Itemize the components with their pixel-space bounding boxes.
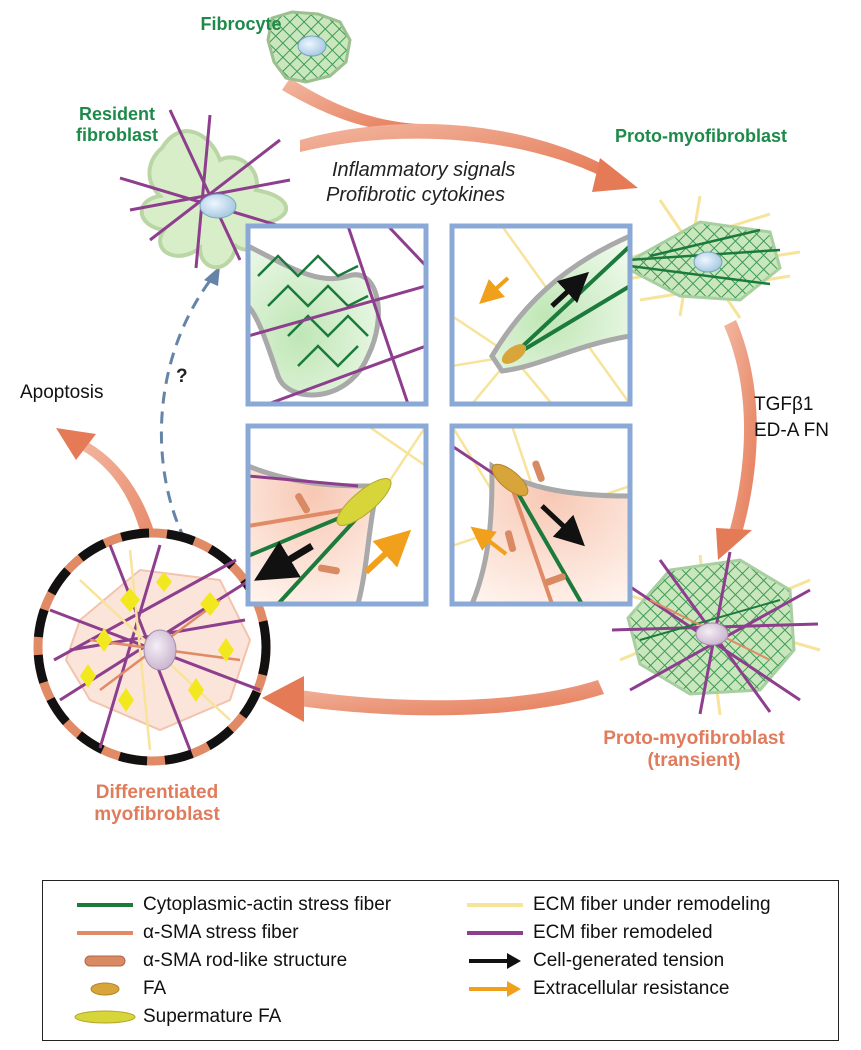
proto-myofibroblast-label: Proto-myofibroblast bbox=[614, 126, 787, 146]
legend-label: ECM fiber remodeled bbox=[533, 922, 713, 943]
legend-label: Cell-generated tension bbox=[533, 950, 725, 971]
legend-label: Cytoplasmic-actin stress fiber bbox=[143, 894, 392, 915]
cytoplasmic-actin-swatch bbox=[77, 903, 133, 907]
resident-fibroblast-label: Resident fibroblast bbox=[62, 104, 172, 146]
arc-head-bottom bbox=[262, 676, 304, 722]
legend-item-ecm-remodeling: ECM fiber under remodeling bbox=[463, 893, 771, 917]
legend-label: α-SMA stress fiber bbox=[143, 922, 299, 943]
legend-label: Extracellular resistance bbox=[533, 978, 730, 999]
fibrocyte-cell bbox=[266, 10, 352, 84]
differentiated-label-line1: Differentiated bbox=[95, 782, 219, 803]
legend-item-fa: FA bbox=[73, 977, 166, 1001]
resident-label-line1: Resident bbox=[78, 104, 156, 124]
panel-bottom-right bbox=[449, 423, 633, 607]
legend-label: α-SMA rod-like structure bbox=[143, 950, 348, 971]
legend-label: Supermature FA bbox=[143, 1006, 282, 1027]
proto-myofibroblast-cell bbox=[619, 195, 801, 319]
arc-head-right bbox=[716, 528, 752, 560]
apoptosis-label: Apoptosis bbox=[20, 382, 104, 403]
supermature-fa-swatch bbox=[74, 1010, 136, 1024]
legend: Cytoplasmic-actin stress fiber α-SMA str… bbox=[42, 880, 839, 1041]
panel-top-right bbox=[449, 223, 633, 407]
differentiated-myofibroblast-cell bbox=[33, 528, 271, 766]
legend-label: ECM fiber under remodeling bbox=[533, 894, 771, 915]
transient-proto-myofibroblast-label: Proto-myofibroblast (transient) bbox=[588, 728, 800, 772]
profibrotic-cytokines-label: Profibrotic cytokines bbox=[326, 184, 505, 206]
legend-item-asma-rod: α-SMA rod-like structure bbox=[73, 949, 347, 973]
legend-item-supermature-fa: Supermature FA bbox=[73, 1005, 281, 1029]
asma-rod-swatch bbox=[84, 955, 126, 967]
arc-head-top bbox=[592, 158, 638, 192]
ecm-remodeled-swatch bbox=[467, 931, 523, 935]
uncertain-reversion-question-mark: ? bbox=[176, 366, 188, 387]
panel-top-left bbox=[245, 223, 429, 407]
tgf-beta1-label: TGFβ1 bbox=[754, 394, 814, 415]
orange-arrow-icon bbox=[469, 981, 521, 997]
legend-item-ecm-remodeled: ECM fiber remodeled bbox=[463, 921, 713, 945]
legend-item-cell-tension: Cell-generated tension bbox=[463, 949, 724, 973]
eda-fn-label: ED-A FN bbox=[754, 420, 829, 441]
differentiated-label-line2: myofibroblast bbox=[94, 804, 220, 825]
resident-label-line2: fibroblast bbox=[75, 125, 158, 145]
black-arrow-icon bbox=[469, 953, 521, 969]
panel-bottom-left bbox=[245, 423, 429, 607]
dashed-arrow-head bbox=[204, 266, 220, 286]
arc-head-apoptosis bbox=[56, 428, 96, 460]
asma-stress-fiber-swatch bbox=[77, 931, 133, 935]
legend-item-extracellular-resistance: Extracellular resistance bbox=[463, 977, 729, 1001]
dashed-feedback-arrow bbox=[159, 277, 214, 541]
legend-item-cytoplasmic-actin: Cytoplasmic-actin stress fiber bbox=[73, 893, 391, 917]
ecm-remodeling-swatch bbox=[467, 903, 523, 907]
transient-label-line1: Proto-myofibroblast bbox=[603, 728, 785, 749]
legend-label: FA bbox=[143, 978, 167, 999]
fibrocyte-label: Fibrocyte bbox=[200, 14, 282, 34]
focal-adhesion-swatch bbox=[90, 982, 120, 996]
differentiated-myofibroblast-label: Differentiated myofibroblast bbox=[72, 782, 242, 826]
myofibroblast-differentiation-diagram bbox=[33, 10, 821, 766]
legend-item-asma-stress-fiber: α-SMA stress fiber bbox=[73, 921, 299, 945]
transient-proto-myofibroblast-cell bbox=[609, 551, 821, 716]
inflammatory-signals-label: Inflammatory signals bbox=[332, 159, 516, 181]
transient-label-line2: (transient) bbox=[647, 750, 741, 771]
